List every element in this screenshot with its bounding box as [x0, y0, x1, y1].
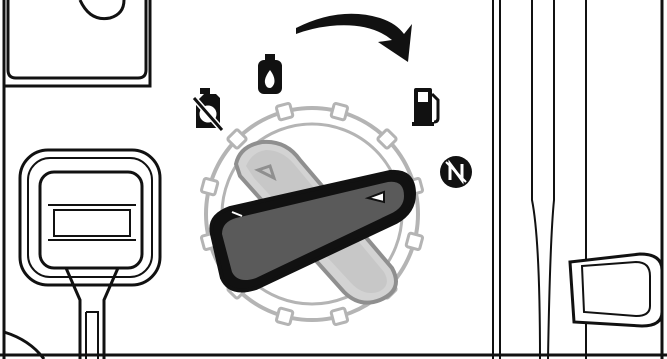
selector-knob[interactable]	[209, 169, 417, 293]
left-handle	[18, 148, 162, 359]
fuel-pump-icon	[412, 88, 440, 126]
rotation-arrow-icon	[296, 13, 412, 62]
dial-notch	[226, 128, 248, 150]
propane-tank-icon	[258, 54, 282, 94]
dial-notch	[199, 176, 220, 197]
dial-notch	[376, 128, 398, 150]
dial-notch	[404, 231, 425, 252]
dial-notch	[329, 306, 350, 327]
dial-notch	[274, 306, 295, 327]
corner-arc	[3, 330, 46, 359]
dial-notch	[329, 101, 350, 122]
top-left-bracket	[2, 0, 152, 88]
side-panel-lines	[492, 0, 587, 359]
side-latch	[568, 252, 664, 328]
no-power-icon	[440, 156, 472, 188]
gas-can-crossed-icon	[191, 88, 225, 132]
dial-notch	[274, 101, 295, 122]
